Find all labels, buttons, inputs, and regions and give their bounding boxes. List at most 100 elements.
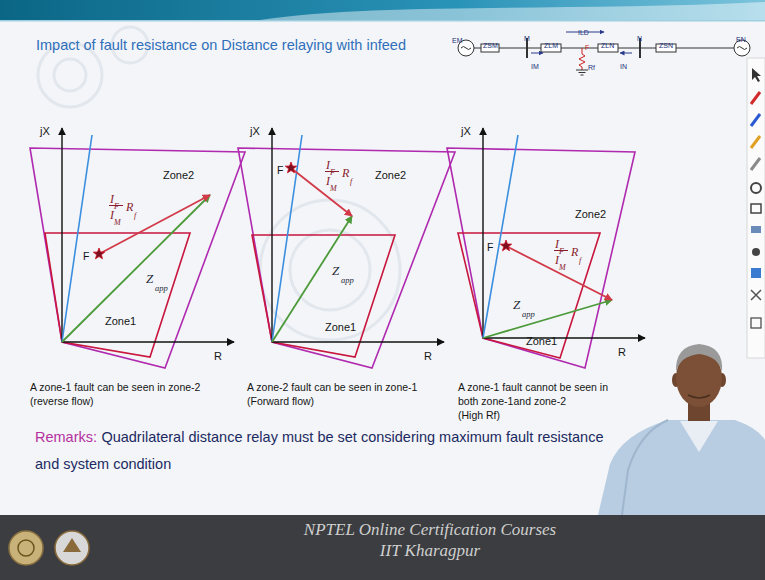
impedance-plot: [238, 128, 455, 368]
resistance-symbol: R: [126, 200, 133, 214]
network-label: M: [524, 35, 530, 42]
zone-label: Zone2: [163, 169, 194, 181]
network-label-wrap: IM: [531, 56, 539, 72]
network-label: IM: [531, 63, 539, 70]
line-angle: [62, 135, 92, 342]
zone-label: Zone2: [375, 169, 406, 181]
caption: both zone-1and zone-2: [458, 395, 566, 407]
impedance-symbol: Z: [146, 271, 153, 286]
annotation-toolbar: [751, 183, 761, 193]
header-band: [0, 0, 765, 20]
annotation-toolbar: [751, 318, 761, 328]
axis-label: R: [618, 346, 626, 358]
apparent-impedance-line: [483, 300, 612, 338]
current-symbol-wrap: I: [110, 190, 114, 206]
axis-label-wrap: R: [424, 347, 432, 363]
network-label-wrap: N: [637, 28, 642, 44]
zone-label: Zone1: [105, 315, 136, 327]
watermark: [38, 27, 400, 340]
remarks-text: Quadrilateral distance relay must be set…: [35, 429, 603, 472]
current-subscript: F: [114, 202, 119, 211]
footer-band: [0, 515, 765, 580]
network-label: IN: [620, 63, 627, 70]
ground-symbol: [581, 75, 584, 76]
title-wrap: Impact of fault resistance on Distance r…: [36, 37, 406, 53]
annotation-toolbar: [752, 68, 761, 82]
footer-text: IIT Kharagpur: [380, 541, 480, 560]
annotation-toolbar: [751, 114, 760, 126]
header-band: [0, 20, 765, 22]
annotation-toolbar: [751, 158, 760, 170]
impedance-plot: [447, 128, 645, 368]
impedance-subscript: app: [155, 283, 168, 293]
annotation-toolbar: [751, 226, 761, 233]
current-arrow: [620, 53, 632, 54]
caption-wrap: (High Rf): [458, 406, 500, 422]
apparent-impedance-line: [62, 195, 210, 342]
source-symbol: [461, 47, 471, 50]
line-angle: [272, 135, 302, 342]
network-label: ILD: [578, 29, 589, 36]
annotation-toolbar: [751, 136, 760, 148]
current-subscript-wrap: F: [114, 196, 119, 212]
impedance-plot: [30, 128, 245, 368]
zone-label-wrap: Zone1: [105, 312, 136, 328]
wire: [561, 48, 598, 49]
axis-label-wrap: jX: [250, 122, 260, 138]
fault-resistance-drop: [99, 195, 210, 254]
network-label-wrap: M: [524, 28, 530, 44]
annotation-toolbar: [751, 268, 761, 278]
zone2-boundary: [238, 148, 455, 368]
network-label-wrap: ZLM: [544, 35, 558, 51]
footer-band: [9, 531, 43, 565]
footer-band: [55, 531, 89, 565]
network-label: EN: [736, 36, 746, 43]
current-arrow: [531, 53, 543, 54]
impedance-subscript: app: [341, 275, 354, 285]
presenter-video: [676, 344, 722, 372]
network-label: F: [585, 44, 589, 51]
footer-text-wrap: IIT Kharagpur: [230, 542, 630, 559]
resistance-symbol: R: [342, 166, 349, 180]
network-label: ZSM: [483, 42, 498, 49]
fault-label-wrap: F: [487, 238, 493, 254]
resistance-symbol-wrap: R: [571, 243, 578, 259]
annotation-toolbar: [752, 248, 760, 256]
resistance-subscript: f: [350, 177, 352, 186]
zone1-boundary: [458, 233, 600, 358]
footer-band: [63, 538, 81, 552]
impedance-symbol-wrap: Z: [332, 262, 339, 278]
annotation-toolbar: [751, 92, 760, 104]
axis-label-wrap: jX: [461, 122, 471, 138]
current-symbol: I: [110, 192, 114, 206]
zone-label: Zone1: [526, 335, 557, 347]
footer-text-wrap: NPTEL Online Certification Courses: [230, 521, 630, 538]
caption-wrap: A zone-2 fault can be seen in zone-1: [247, 378, 417, 394]
current-symbol-wrap: I: [326, 172, 330, 188]
jx-axis: [482, 128, 483, 338]
caption-wrap: (Forward flow): [247, 392, 314, 408]
ground-symbol: [576, 70, 588, 71]
jx-axis: [61, 128, 62, 342]
network-label: ZLN: [601, 42, 614, 49]
r-axis: [483, 337, 645, 338]
current-subscript: F: [330, 168, 335, 177]
resistance-symbol-wrap: R: [126, 198, 133, 214]
wire: [499, 48, 541, 49]
impedance-subscript-wrap: app: [341, 270, 354, 286]
impedance-subscript-wrap: app: [155, 278, 168, 294]
current-symbol: I: [555, 237, 559, 251]
axis-label-wrap: R: [214, 347, 222, 363]
axis-label-wrap: R: [618, 343, 626, 359]
fault-star: [500, 240, 511, 251]
header-band: [260, 2, 765, 20]
network-label: ZSN: [659, 42, 673, 49]
current-subscript: F: [559, 247, 564, 256]
resistance-subscript: f: [579, 256, 581, 265]
watermark: [54, 59, 86, 91]
fault-label-wrap: F: [83, 247, 89, 263]
caption: (High Rf): [458, 409, 500, 421]
